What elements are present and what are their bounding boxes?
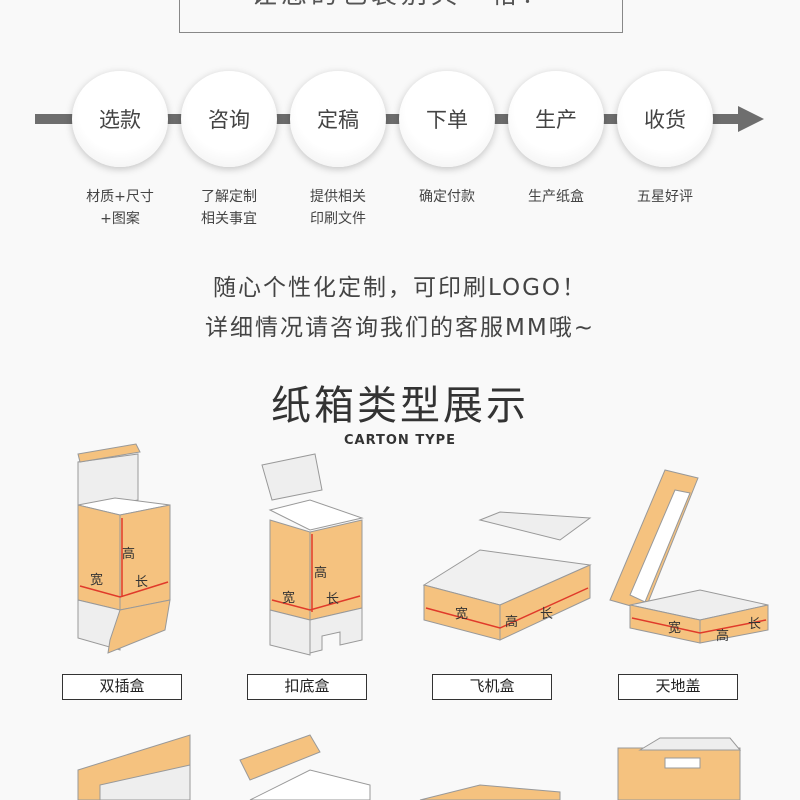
double-tuck-box-illustration — [77, 443, 171, 654]
step-desc-line: 提供相关 — [310, 189, 366, 205]
slogan-line-1: 随心个性化定制，可印刷LOGO！ — [212, 275, 588, 301]
step-circle-2: 咨询 — [181, 71, 277, 167]
step-label: 咨询 — [208, 108, 250, 132]
carton-label-double-tuck: 双插盒 — [62, 674, 182, 700]
dim-height: 高 — [122, 546, 135, 562]
step-label: 定稿 — [317, 108, 359, 132]
bottom-row-cartons — [77, 734, 742, 800]
step-desc-2: 了解定制相关事宜 — [174, 186, 284, 230]
step-desc-line: 了解定制 — [201, 189, 257, 205]
banner-text: 让您的包装别具一格！ — [251, 0, 551, 10]
step-circle-1: 选款 — [72, 71, 168, 167]
carton-label-lock-bottom: 扣底盒 — [247, 674, 367, 700]
carton-label-text: 飞机盒 — [469, 677, 515, 695]
step-desc-line: 相关事宜 — [201, 211, 257, 227]
dim-height: 高 — [314, 565, 327, 581]
dimension-lines — [79, 518, 169, 598]
mailer-box-illustration — [422, 511, 592, 641]
step-desc-line: 印刷文件 — [310, 211, 366, 227]
step-desc-1: 材质+尺寸 +图案 — [65, 186, 175, 230]
dim-width: 宽 — [455, 606, 468, 622]
step-circle-6: 收货 — [617, 71, 713, 167]
step-label: 生产 — [535, 108, 577, 132]
dim-height: 高 — [505, 614, 518, 630]
slogan-line-2: 详细情况请咨询我们的客服MM哦~ — [205, 315, 595, 341]
step-label: 收货 — [644, 108, 686, 132]
step-desc-line: 五星好评 — [637, 189, 693, 205]
step-desc-line: 确定付款 — [419, 189, 475, 205]
flow-line — [35, 114, 740, 124]
dim-height: 高 — [716, 628, 729, 644]
step-desc-6: 五星好评 — [610, 186, 720, 208]
dim-width: 宽 — [90, 572, 103, 588]
step-label: 选款 — [99, 108, 141, 132]
step-desc-3: 提供相关印刷文件 — [283, 186, 393, 230]
lock-bottom-box-illustration — [261, 453, 364, 656]
step-desc-5: 生产纸盒 — [501, 186, 611, 208]
carton-label-text: 天地盖 — [655, 677, 701, 695]
carton-label-mailer: 飞机盒 — [432, 674, 552, 700]
carton-label-lid-base: 天地盖 — [618, 674, 738, 700]
dim-length: 长 — [540, 607, 553, 622]
section-title: 纸箱类型展示 — [271, 383, 529, 429]
dim-width: 宽 — [668, 620, 681, 636]
dim-length: 长 — [748, 617, 761, 632]
lid-base-box-illustration — [609, 469, 769, 644]
carton-label-text: 扣底盒 — [284, 677, 330, 695]
step-label: 下单 — [426, 108, 468, 132]
step-desc-line: 材质+尺寸 — [86, 189, 154, 205]
step-desc-4: 确定付款 — [392, 186, 502, 208]
step-desc-line: 生产纸盒 — [528, 189, 584, 205]
step-circle-4: 下单 — [399, 71, 495, 167]
carton-label-text: 双插盒 — [99, 677, 145, 695]
section-subtitle: CARTON TYPE — [343, 433, 457, 448]
carton-illustrations: 高 宽 长 高 宽 长 宽 高 长 宽 高 长 — [77, 443, 769, 800]
dim-length: 长 — [326, 592, 339, 607]
step-circle-5: 生产 — [508, 71, 604, 167]
dim-width: 宽 — [282, 590, 295, 606]
step-circle-3: 定稿 — [290, 71, 386, 167]
arrow-right-icon — [738, 106, 764, 132]
top-banner: 让您的包装别具一格！ — [179, 0, 623, 33]
step-desc-line: +图案 — [100, 211, 140, 227]
dim-length: 长 — [135, 575, 148, 590]
